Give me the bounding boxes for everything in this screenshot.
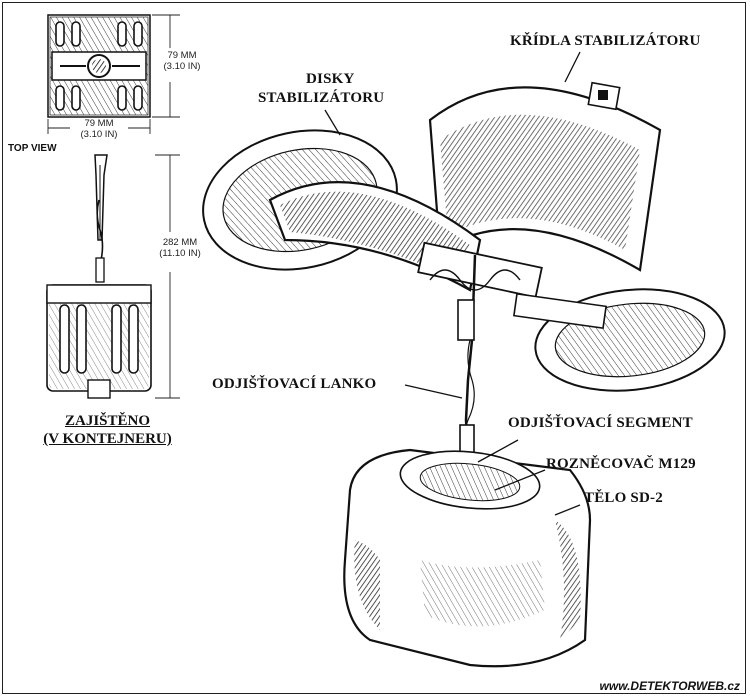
side-view-length-mm: 282 MM xyxy=(162,237,198,248)
label-sd2-body: TĚLO SD-2 xyxy=(584,490,663,506)
label-stabilizer-discs-line2: STABILIZÁTORU xyxy=(258,90,385,106)
top-view-height-dimension: 79 MM (3.10 IN) xyxy=(157,50,207,72)
side-view-dimensions xyxy=(155,154,180,399)
secured-caption-line1: ZAJIŠTĚNO xyxy=(64,413,151,429)
side-view-drawing xyxy=(46,154,152,399)
top-view-dimensions xyxy=(47,14,180,134)
top-view-width-dimension: 79 MM (3.10 IN) xyxy=(70,118,128,140)
main-bomblet-drawing xyxy=(202,81,726,668)
top-view-height-mm: 79 MM xyxy=(167,50,197,61)
secured-caption-line2: (V KONTEJNERU) xyxy=(43,431,172,447)
secured-caption: ZAJIŠTĚNO (V KONTEJNERU) xyxy=(30,412,185,448)
watermark: www.DETEKTORWEB.cz xyxy=(599,679,740,693)
top-view-height-in: (3.10 IN) xyxy=(163,61,201,72)
side-view-length-in: (11.10 IN) xyxy=(159,248,201,259)
label-arming-wire: ODJIŠŤOVACÍ LANKO xyxy=(212,376,377,392)
side-view-length-dimension: 282 MM (11.10 IN) xyxy=(150,237,210,259)
top-view-label: TOP VIEW xyxy=(8,143,57,154)
label-stabilizer-wings: KŘÍDLA STABILIZÁTORU xyxy=(510,33,701,49)
label-fuze-m129: ROZNĚCOVAČ M129 xyxy=(546,456,696,472)
top-view-width-mm: 79 MM xyxy=(84,118,114,129)
label-arming-segment: ODJIŠŤOVACÍ SEGMENT xyxy=(508,415,693,431)
label-stabilizer-discs: DISKY STABILIZÁTORU xyxy=(258,70,384,108)
leader-lines xyxy=(324,51,581,516)
label-stabilizer-discs-line1: DISKY xyxy=(306,71,355,87)
top-view-width-in: (3.10 IN) xyxy=(80,129,118,140)
top-view-drawing xyxy=(47,14,151,118)
